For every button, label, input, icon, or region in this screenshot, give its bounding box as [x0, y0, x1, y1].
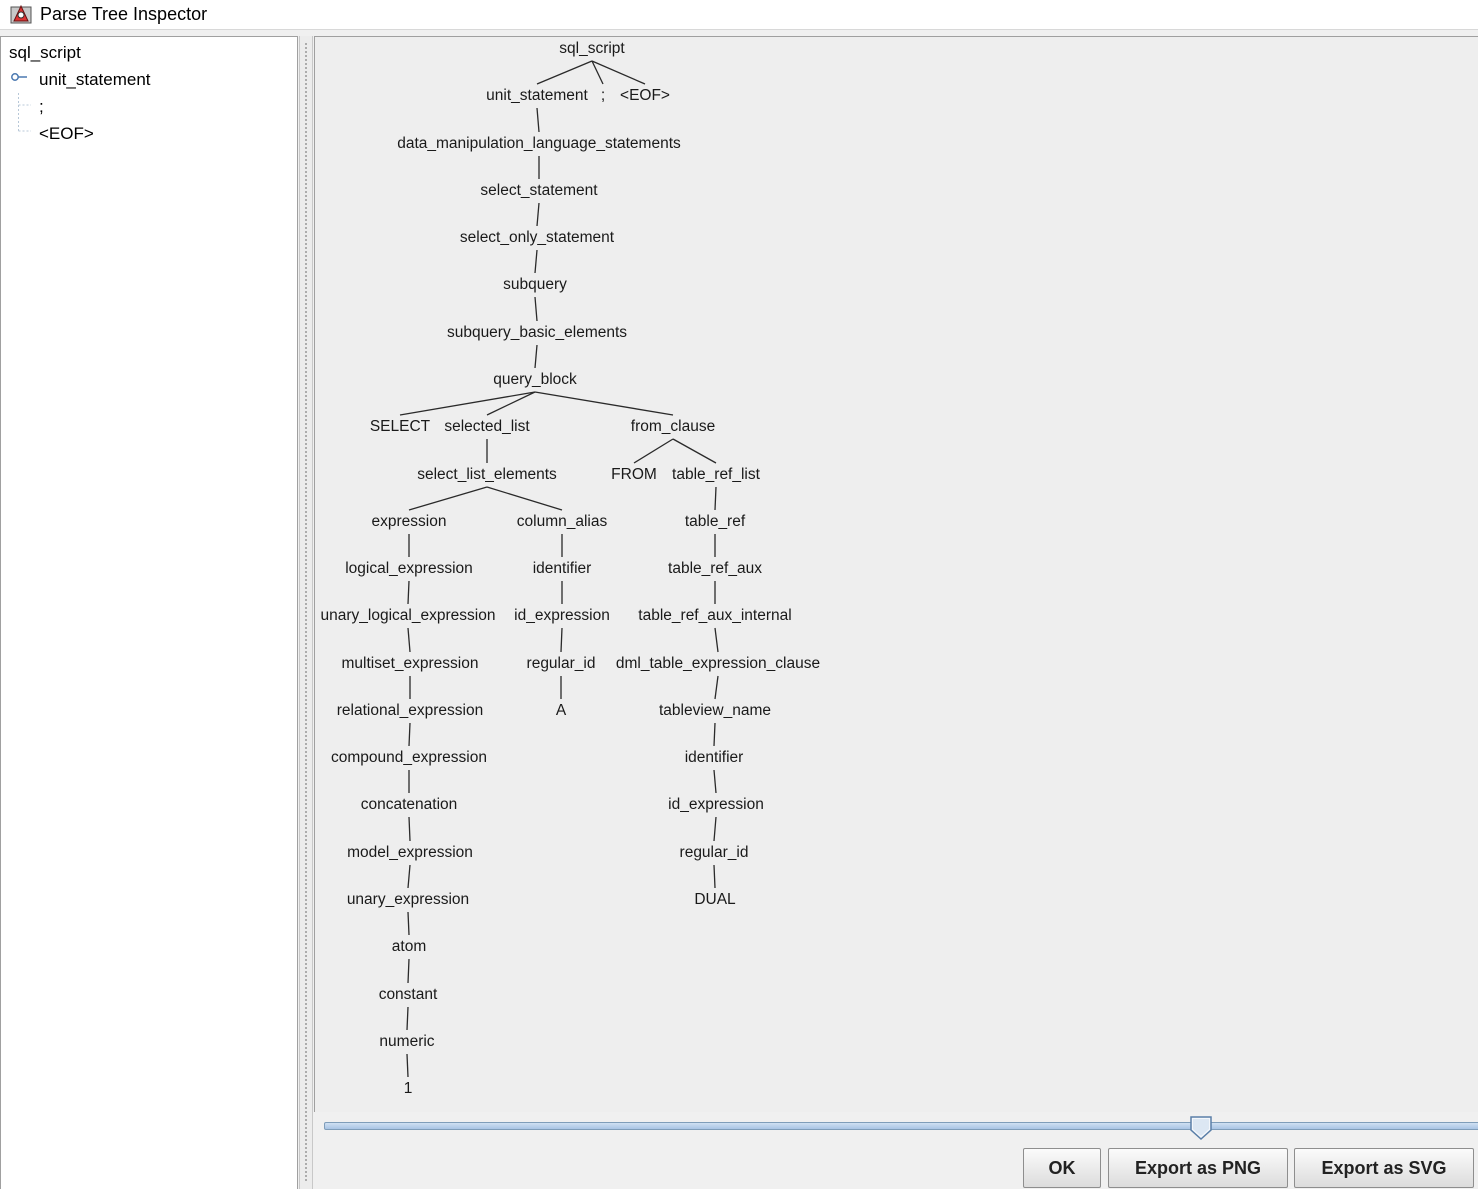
tree-node-: ;: [601, 87, 605, 104]
tree-edge: [713, 722, 716, 747]
title-bar: Parse Tree Inspector: [0, 0, 1478, 30]
tree-node-concatenation: concatenation: [361, 796, 458, 813]
tree-root-node[interactable]: sql_script: [9, 43, 81, 62]
tree-edge: [713, 769, 717, 794]
tree-node-tableview-name: tableview_name: [659, 702, 771, 719]
tree-panel[interactable]: sql_script unit_statement ; <EOF>: [0, 36, 298, 1189]
tree-edge: [407, 958, 410, 984]
zoom-slider[interactable]: [318, 1114, 1478, 1144]
tree-node-multiset-expression: multiset_expression: [342, 655, 479, 672]
divider-grip[interactable]: [304, 42, 308, 1182]
tree-edge: [591, 60, 604, 85]
tree-node-selected-list: selected_list: [444, 418, 530, 435]
tree-node-query-block: query_block: [493, 371, 577, 388]
tree-edge: [486, 391, 536, 416]
tree-edge: [713, 816, 717, 842]
tree-node-atom: atom: [392, 938, 426, 955]
tree-edge: [714, 486, 717, 511]
tree-node-subquery: subquery: [503, 276, 567, 293]
tree-edge: [408, 816, 411, 842]
tree-edge: [591, 60, 646, 85]
tree-node-dual: DUAL: [694, 891, 736, 908]
tree-node-constant: constant: [379, 986, 438, 1003]
tree-edge: [714, 627, 719, 653]
tree-edge: [534, 296, 538, 322]
tree-edge: [399, 391, 536, 416]
tree-node-model-expression: model_expression: [347, 844, 473, 861]
tree-node-id-expression: id_expression: [514, 607, 610, 624]
tree-edge: [672, 438, 717, 464]
tree-node-compound-expression: compound_expression: [331, 749, 487, 766]
tree-node-id-expression: id_expression: [668, 796, 764, 813]
tree-node-regular-id: regular_id: [527, 655, 596, 672]
tree-node-eof: <EOF>: [620, 87, 670, 104]
tree-edge: [536, 202, 540, 227]
tree-edge: [560, 627, 563, 653]
collapse-toggle-icon[interactable]: [10, 71, 28, 83]
window-title: Parse Tree Inspector: [40, 4, 208, 24]
tree-node-subquery-basic-elements: subquery_basic_elements: [447, 324, 627, 341]
parse-tree-canvas: sql_script unit_statement; <EOF> data_manip…: [314, 36, 1478, 1112]
tree-node-unary-logical-expression: unary_logical_expression: [321, 607, 496, 624]
tree-node-expression: expression: [372, 513, 447, 530]
tree-node-select-statement: select_statement: [480, 182, 598, 199]
tree-edge: [408, 722, 411, 747]
tree-edge: [714, 675, 719, 700]
split-divider[interactable]: [299, 36, 313, 1189]
parse-tree-graph: sql_script unit_statement; <EOF> data_manip…: [321, 40, 821, 1097]
tree-edge: [408, 486, 488, 511]
tree-node-eof[interactable]: <EOF>: [39, 124, 94, 143]
tree-edge: [407, 864, 411, 889]
tree-node-column-alias: column_alias: [517, 513, 608, 530]
export-svg-button[interactable]: Export as SVG: [1294, 1148, 1474, 1188]
tree-edge: [407, 627, 411, 653]
tree-edge: [407, 911, 410, 936]
tree-node-select: SELECT: [370, 418, 431, 435]
tree-edge: [534, 249, 538, 274]
tree-node-select-list-elements: select_list_elements: [417, 466, 557, 483]
tree-node-logical-expression: logical_expression: [345, 560, 473, 577]
tree-edge: [536, 107, 540, 133]
tree-edge: [534, 391, 674, 416]
tree-node-unit-statement: unit_statement: [486, 87, 588, 104]
tree-node-table-ref: table_ref: [685, 513, 746, 530]
tree-node-semicolon[interactable]: ;: [39, 97, 44, 116]
tree-node-identifier: identifier: [533, 560, 592, 577]
export-png-button[interactable]: Export as PNG: [1108, 1148, 1288, 1188]
tree-node-select-only-statement: select_only_statement: [460, 229, 615, 246]
tree-node-from-clause: from_clause: [631, 418, 715, 435]
tree-node-dml-table-expression-clause: dml_table_expression_clause: [616, 655, 820, 672]
zoom-slider-thumb[interactable]: [1189, 1115, 1213, 1141]
tree-node-sql-script: sql_script: [559, 40, 625, 57]
tree-node-table-ref-list: table_ref_list: [672, 466, 761, 483]
app-icon: [10, 4, 32, 24]
tree-node-table-ref-aux-internal: table_ref_aux_internal: [638, 607, 791, 624]
tree-node-numeric: numeric: [379, 1033, 434, 1050]
tree-node-relational-expression: relational_expression: [337, 702, 483, 719]
ok-button[interactable]: OK: [1023, 1148, 1101, 1188]
tree-node-data-manipulation-language-statements: data_manipulation_language_statements: [397, 135, 681, 152]
tree-node-regular-id: regular_id: [680, 844, 749, 861]
tree-node-1: 1: [404, 1080, 413, 1097]
zoom-slider-track[interactable]: [324, 1122, 1478, 1130]
tree-edge: [536, 60, 593, 85]
tree-edge: [633, 438, 674, 464]
tree-edge: [534, 344, 538, 369]
tree-edge: [486, 486, 563, 511]
tree-edge: [713, 864, 716, 889]
tree-node-from: FROM: [611, 466, 657, 483]
tree-edge: [406, 1006, 409, 1031]
tree-edge: [407, 580, 410, 605]
tree-node-identifier: identifier: [685, 749, 744, 766]
tree-node-table-ref-aux: table_ref_aux: [668, 560, 762, 577]
tree-edge: [406, 1053, 409, 1078]
tree-node-unit-statement[interactable]: unit_statement: [39, 70, 151, 89]
tree-node-unary-expression: unary_expression: [347, 891, 469, 908]
tree-node-a: A: [556, 702, 567, 719]
